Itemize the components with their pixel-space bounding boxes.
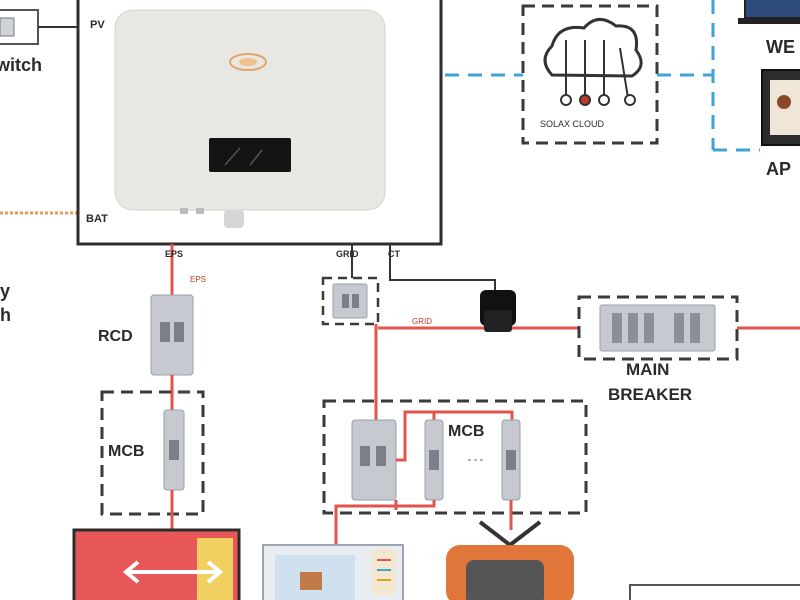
rcd-label: RCD	[98, 328, 133, 345]
mcb-right-box	[322, 399, 588, 515]
inverter-port	[224, 210, 244, 228]
grid-ct-box	[321, 276, 380, 326]
rcd-breaker	[150, 294, 194, 376]
app-device-icon	[761, 69, 800, 146]
ev-charger-icon	[72, 528, 241, 600]
rcd-right-breaker	[351, 419, 397, 501]
monitor-icon	[738, 0, 800, 24]
main-breaker-box	[577, 295, 739, 361]
inverter-body	[114, 9, 386, 211]
solax-logo	[229, 53, 267, 71]
mcb-left-label: MCB	[108, 443, 145, 460]
cloud-label: SOLAX CLOUD	[540, 119, 605, 129]
main-breaker-label-2: BREAKER	[608, 385, 693, 404]
grid-port-label: GRID	[336, 249, 359, 259]
app-label: AP	[766, 159, 792, 179]
grid-breaker-small	[332, 283, 368, 319]
cloud-box	[521, 4, 659, 145]
inverter-display	[209, 138, 291, 172]
eps-port-label: EPS	[165, 249, 184, 259]
pv-label: PV	[90, 19, 105, 31]
ct-signal-wire	[389, 244, 496, 292]
cloud-network-icon	[543, 18, 643, 106]
bat-label: BAT	[86, 213, 108, 225]
tv-icon	[446, 520, 574, 600]
eps-wire-label: EPS	[190, 275, 207, 284]
ct-meter-icon	[480, 290, 516, 332]
switch-icon	[0, 17, 15, 37]
web-label: WE	[766, 37, 795, 57]
mcb-left-box	[100, 390, 205, 516]
bottom-right-panel	[629, 584, 800, 600]
switch-label: witch	[0, 55, 43, 75]
grid-wire-label: GRID	[412, 317, 432, 326]
mcb-right-label: MCB	[448, 423, 485, 440]
kitchen-appliance-icon	[262, 544, 404, 600]
battery-label-1: y	[0, 281, 11, 301]
battery-label-2: h	[0, 305, 11, 325]
ct-port-label: CT	[388, 249, 400, 259]
main-breaker-label-1: MAIN	[626, 360, 670, 379]
